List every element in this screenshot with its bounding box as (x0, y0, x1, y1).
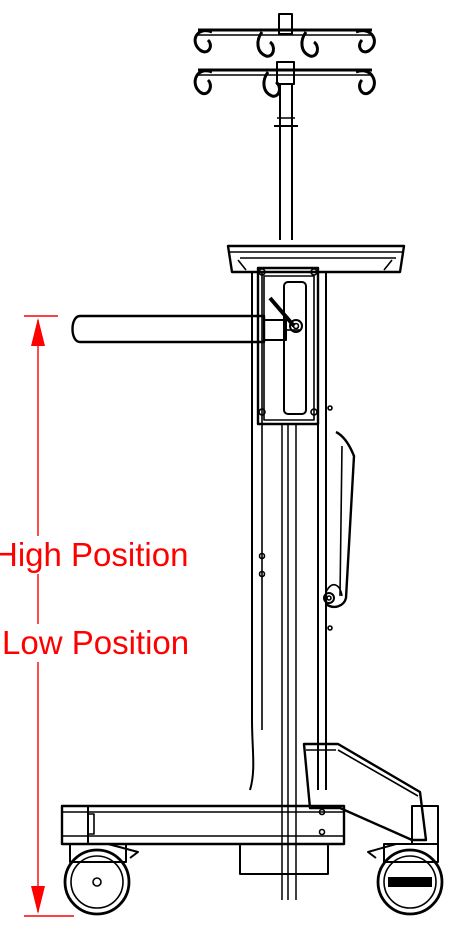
brand-badge (388, 877, 432, 887)
push-handle (71, 314, 300, 344)
handle-carriage (256, 266, 320, 426)
iv-hooks-top (193, 28, 376, 58)
height-dimension (24, 315, 74, 917)
rear-brace (302, 742, 428, 842)
high-position-label: High Position (0, 536, 191, 574)
dimension-arrow-down-icon (31, 886, 45, 914)
mast-column (249, 272, 333, 900)
low-position-label: Low Position (0, 624, 192, 662)
dimension-arrow-up-icon (31, 318, 45, 346)
base-frame (60, 804, 439, 875)
front-caster (63, 843, 139, 916)
rear-caster (367, 843, 444, 916)
top-tray (226, 244, 406, 274)
iv-pole (274, 13, 298, 240)
side-lever (323, 430, 356, 609)
